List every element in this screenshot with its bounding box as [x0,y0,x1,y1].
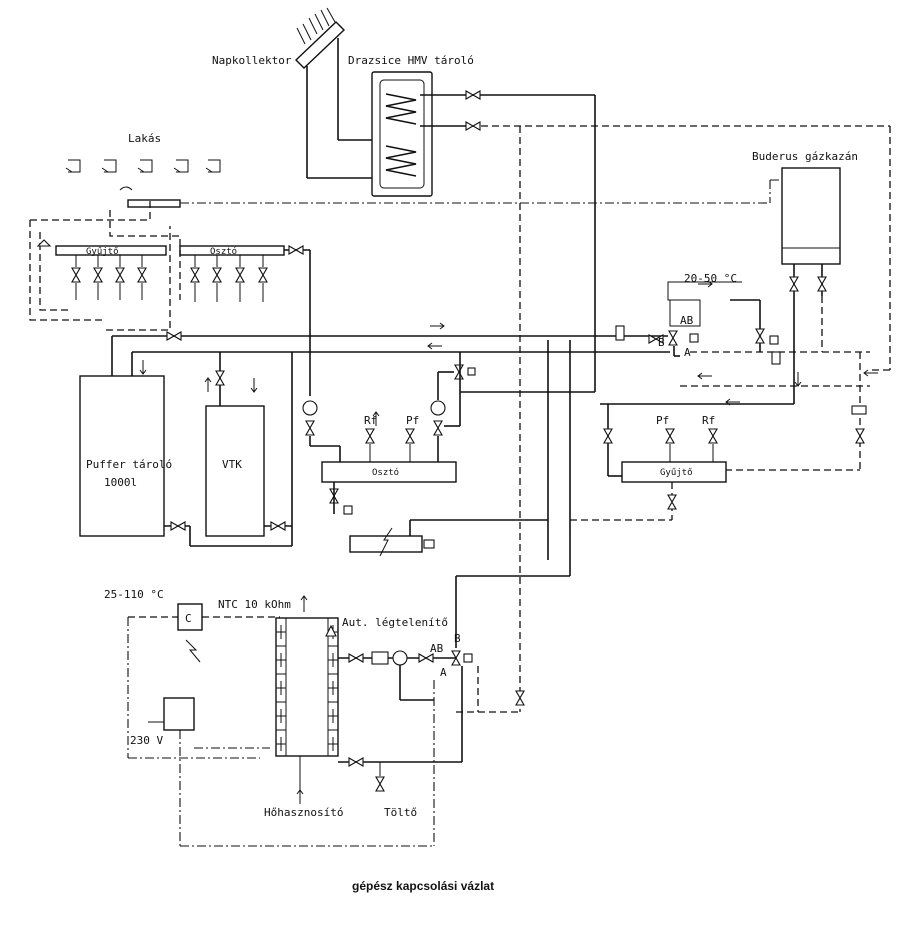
dwelling-radiators [65,159,788,208]
top-manifolds [29,200,311,396]
label-legtelenito: Aut. légtelenítő [342,616,448,629]
label-oszto-mid: Osztó [372,467,399,478]
label-lakas: Lakás [128,132,161,145]
label-temp-25110: 25-110 °C [104,588,164,601]
label-napkollektor: Napkollektor [212,54,292,67]
label-gyujto-top: Gyűjtő [86,247,119,257]
puffer-and-vtk [79,352,293,547]
label-gyujto-right: Gyűjtő [660,468,693,478]
label-ab-lower: AB [430,642,444,655]
label-b-lower: B [454,632,461,645]
label-hmv-tank: Drazsice HMV tároló [348,54,474,67]
label-rf-left: Rf [364,414,377,427]
buderus-boiler [600,167,841,405]
diagram-labels: Napkollektor Drazsice HMV tároló Lakás B… [86,54,858,893]
heat-recovery-section [127,520,571,847]
label-oszto-top: Osztó [210,246,237,257]
right-mixer-group [570,281,867,521]
label-temp-2050: 20-50 °C [684,272,737,285]
label-rf-right: Rf [702,414,715,427]
label-puffer-volume: 1000l [104,476,137,489]
diagram-caption: gépész kapcsolási vázlat [352,879,494,893]
label-ab-upper: AB [680,314,694,327]
label-puffer: Puffer tároló [86,458,172,471]
label-pf-left: Pf [406,414,419,427]
label-voltage: 230 V [130,734,163,747]
hmv-tank [371,71,891,712]
label-controller: C [185,612,192,625]
label-pf-right: Pf [656,414,669,427]
center-distribution [302,340,595,557]
label-a-upper: A [684,346,691,359]
label-ntc: NTC 10 kOhm [218,598,291,611]
main-headers [111,280,878,471]
label-vtk: VTK [222,458,242,471]
label-tolto: Töltő [384,806,417,819]
solar-collector [294,7,380,179]
label-hohasznosito: Hőhasznosító [264,806,343,819]
label-buderus: Buderus gázkazán [752,150,858,163]
label-b-upper: B [658,336,665,349]
label-a-lower: A [440,666,447,679]
